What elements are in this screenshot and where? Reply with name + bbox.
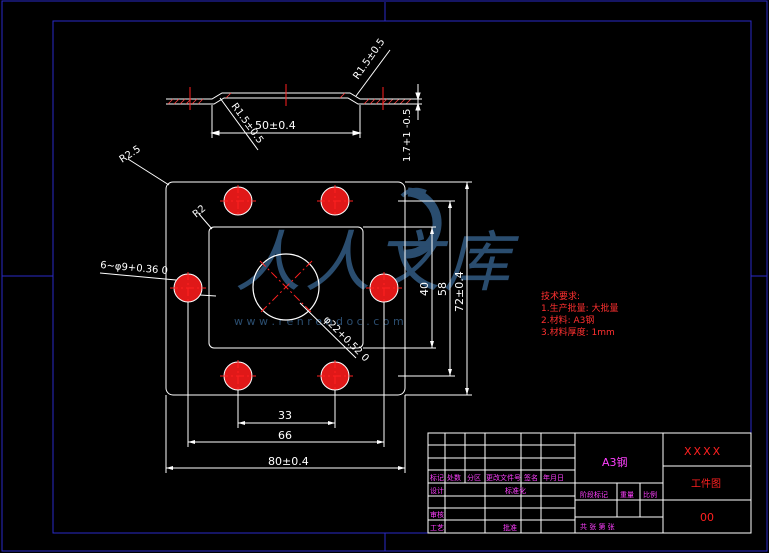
plan-center-lines: [170, 185, 402, 392]
standard-label: 标准化: [505, 486, 526, 495]
inner-cutout: [208, 226, 364, 349]
leader-side-holes-ext: [199, 294, 217, 297]
inner-radius-text: R2: [191, 203, 208, 220]
dim-hole-pitch-y: 58: [436, 282, 449, 296]
plate-outline: [165, 181, 406, 396]
tech-note-item: 2.材料: A3钢: [541, 316, 595, 326]
tech-note-item: 1.生产批量: 大批量: [541, 304, 619, 314]
tech-notes: 技术要求: 1.生产批量: 大批量 2.材料: A3钢 3.材料厚度: 1mm: [541, 291, 618, 339]
row-label: 分区: [467, 473, 481, 482]
dim-inner-height: 40: [418, 282, 431, 296]
tech-note-item: 3.材料厚度: 1mm: [541, 328, 615, 338]
row-label: 签名: [524, 473, 538, 482]
title-block-grid: [427, 432, 752, 534]
weight-label: 重量: [620, 491, 634, 499]
corner-radius-text: R2.5: [118, 144, 143, 166]
tech-notes-title: 技术要求:: [541, 292, 581, 302]
vertical-dimensions: [363, 181, 472, 396]
approve-label: 批准: [503, 523, 517, 532]
review-label: 审核: [430, 510, 444, 519]
part-name-text: 工件图: [691, 478, 721, 490]
material-text: A3钢: [602, 456, 628, 469]
dim-overall-width: 80±0.4: [268, 455, 309, 468]
horizontal-dimensions: [165, 302, 406, 473]
side-view-center-lines: [189, 84, 384, 110]
row-label: 标记: [430, 473, 444, 482]
leader-radius-top: [355, 49, 391, 97]
scale-label: 比例: [643, 490, 657, 499]
row-label: 年月日: [543, 473, 564, 482]
stage-label: 阶段标记: [580, 490, 608, 499]
dim-inner-width: 33: [278, 409, 292, 422]
drawing-no-text: 00: [700, 511, 714, 524]
dim-side-height: [390, 84, 422, 120]
dim-hole-pitch-x: 66: [278, 429, 292, 442]
leader-side-holes: [99, 272, 177, 281]
side-view-hatch: [167, 92, 412, 105]
process-label: 工艺: [430, 524, 444, 532]
row-label: 处数: [447, 473, 461, 482]
leader-corner-radius: [127, 158, 170, 186]
side-view-profile: [166, 92, 418, 105]
radius-top-text: R1.5±0.5: [351, 37, 387, 82]
row-label: 更改文件号: [486, 473, 521, 482]
dim-side-length-text: 50±0.4: [255, 119, 296, 132]
dim-side-length: [210, 105, 362, 138]
title-block: 标记 处数 分区 更改文件号 签名 年月日 设计 标准化 审核 工艺 批准 阶段…: [427, 432, 752, 534]
title-block-row-labels: 标记 处数 分区 更改文件号 签名 年月日 设计 标准化 审核 工艺 批准 阶段…: [430, 473, 657, 532]
side-view: 50±0.4 R1.5±0.5 R1.5±0.5 1.7+1 -0.5: [166, 37, 422, 162]
leader-radius-bottom: [219, 97, 259, 151]
dim-overall-height: 72±0.4: [453, 271, 466, 312]
company-text: XXXX: [684, 445, 722, 458]
center-hole: [252, 253, 320, 321]
designer-label: 设计: [430, 486, 444, 495]
leader-center-hole: [299, 302, 357, 359]
watermark-logo: 人人文库 w w w . r e n r e n d o c . c o m: [234, 187, 520, 328]
leader-inner-radius: [198, 213, 213, 230]
sheet-text: 共 张 第 张: [580, 522, 615, 531]
dim-side-height-text: 1.7+1 -0.5: [402, 109, 413, 162]
